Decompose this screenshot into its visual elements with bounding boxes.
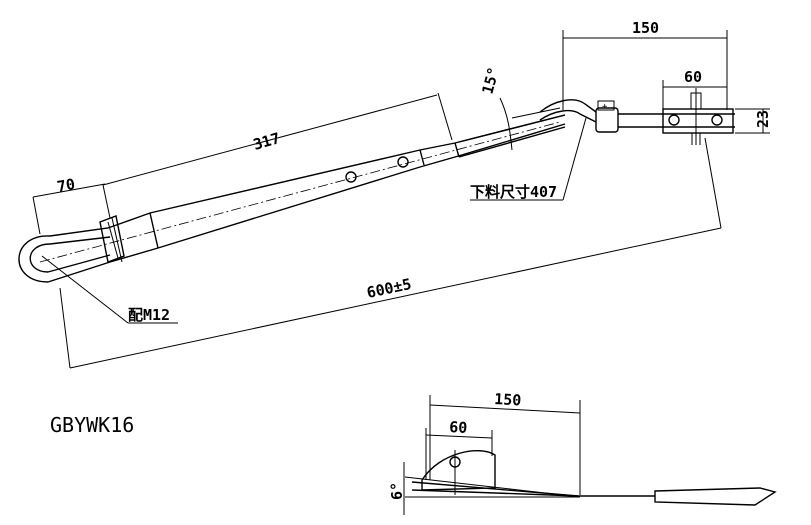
angle-6-label: 6° <box>388 482 406 500</box>
dim-23-label: 23 <box>754 110 772 128</box>
dim-150-top-label: 150 <box>632 19 659 37</box>
dim-70-label: 70 <box>56 175 77 196</box>
dim-600-label: 600±5 <box>365 275 413 302</box>
dim-150-bottom-label: 150 <box>494 390 522 409</box>
dim-317-label: 317 <box>251 129 282 154</box>
dim-60-top: 60 <box>662 68 728 110</box>
dim-60-top-label: 60 <box>684 68 702 86</box>
angle-6: 6° <box>388 482 406 500</box>
angle-15-label: 15° <box>478 65 502 96</box>
wiper-head: + <box>539 88 735 145</box>
dim-60-bottom-label: 60 <box>449 418 468 437</box>
dim-70: 70 <box>32 175 106 235</box>
fit-thread-label: 配M12 <box>128 306 170 324</box>
svg-text:+: + <box>602 102 608 112</box>
cut-size-label: 下料尺寸407 <box>470 183 557 201</box>
side-view <box>403 449 777 515</box>
dim-600: 600±5 <box>59 137 722 369</box>
dim-317: 317 <box>102 92 453 219</box>
fit-thread-callout: 配M12 <box>41 255 178 324</box>
model-code: GBYWK16 <box>50 413 134 437</box>
cut-size-callout: 下料尺寸407 <box>470 117 587 201</box>
dim-150-top: 150 <box>562 19 728 110</box>
dim-150-bottom: 150 <box>429 390 581 495</box>
dim-23: 23 <box>735 108 772 134</box>
dim-60-bottom: 60 <box>425 418 493 480</box>
